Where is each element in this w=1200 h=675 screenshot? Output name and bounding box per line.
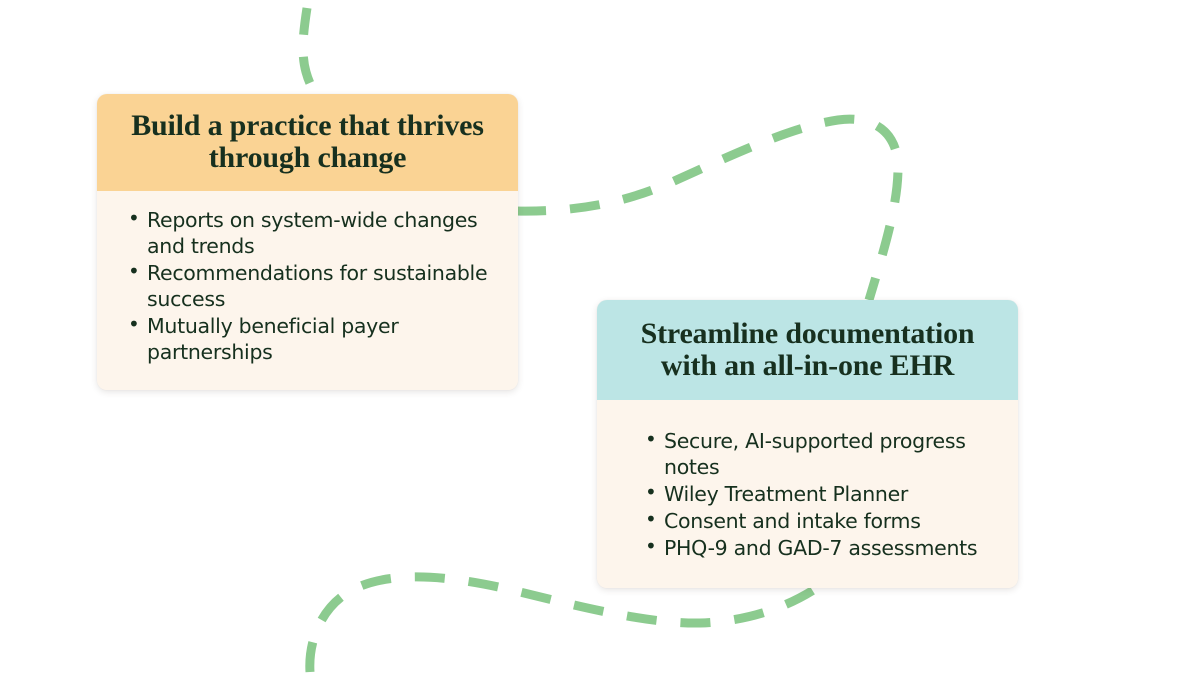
card-ehr-bullet-list: Secure, AI-supported progress notes Wile… [638, 427, 996, 561]
list-item: Secure, AI-supported progress notes [645, 427, 996, 480]
bottom-connector-path [305, 572, 827, 673]
list-item: Wiley Treatment Planner [645, 480, 996, 507]
list-item: Recommendations for sustainable success [128, 259, 496, 312]
middle-connector-path [515, 114, 903, 302]
card-thrive-bullet-list: Reports on system-wide changes and trend… [121, 206, 496, 365]
list-item: Reports on system-wide changes and trend… [128, 206, 496, 259]
card-ehr-title: Streamline documentation with an all-in-… [597, 300, 1018, 400]
card-thrive-body: Reports on system-wide changes and trend… [97, 191, 518, 391]
card-streamline-documentation[interactable]: Streamline documentation with an all-in-… [597, 300, 1018, 589]
list-item: Mutually beneficial payer partnerships [128, 312, 496, 365]
card-build-a-practice-that-thrives[interactable]: Build a practice that thrives through ch… [97, 94, 518, 391]
card-ehr-body: Secure, AI-supported progress notes Wile… [597, 400, 1018, 589]
list-item: PHQ-9 and GAD-7 assessments [645, 534, 996, 561]
card-thrive-title: Build a practice that thrives through ch… [97, 94, 518, 191]
top-connector-path [298, 7, 322, 100]
list-item: Consent and intake forms [645, 507, 996, 534]
